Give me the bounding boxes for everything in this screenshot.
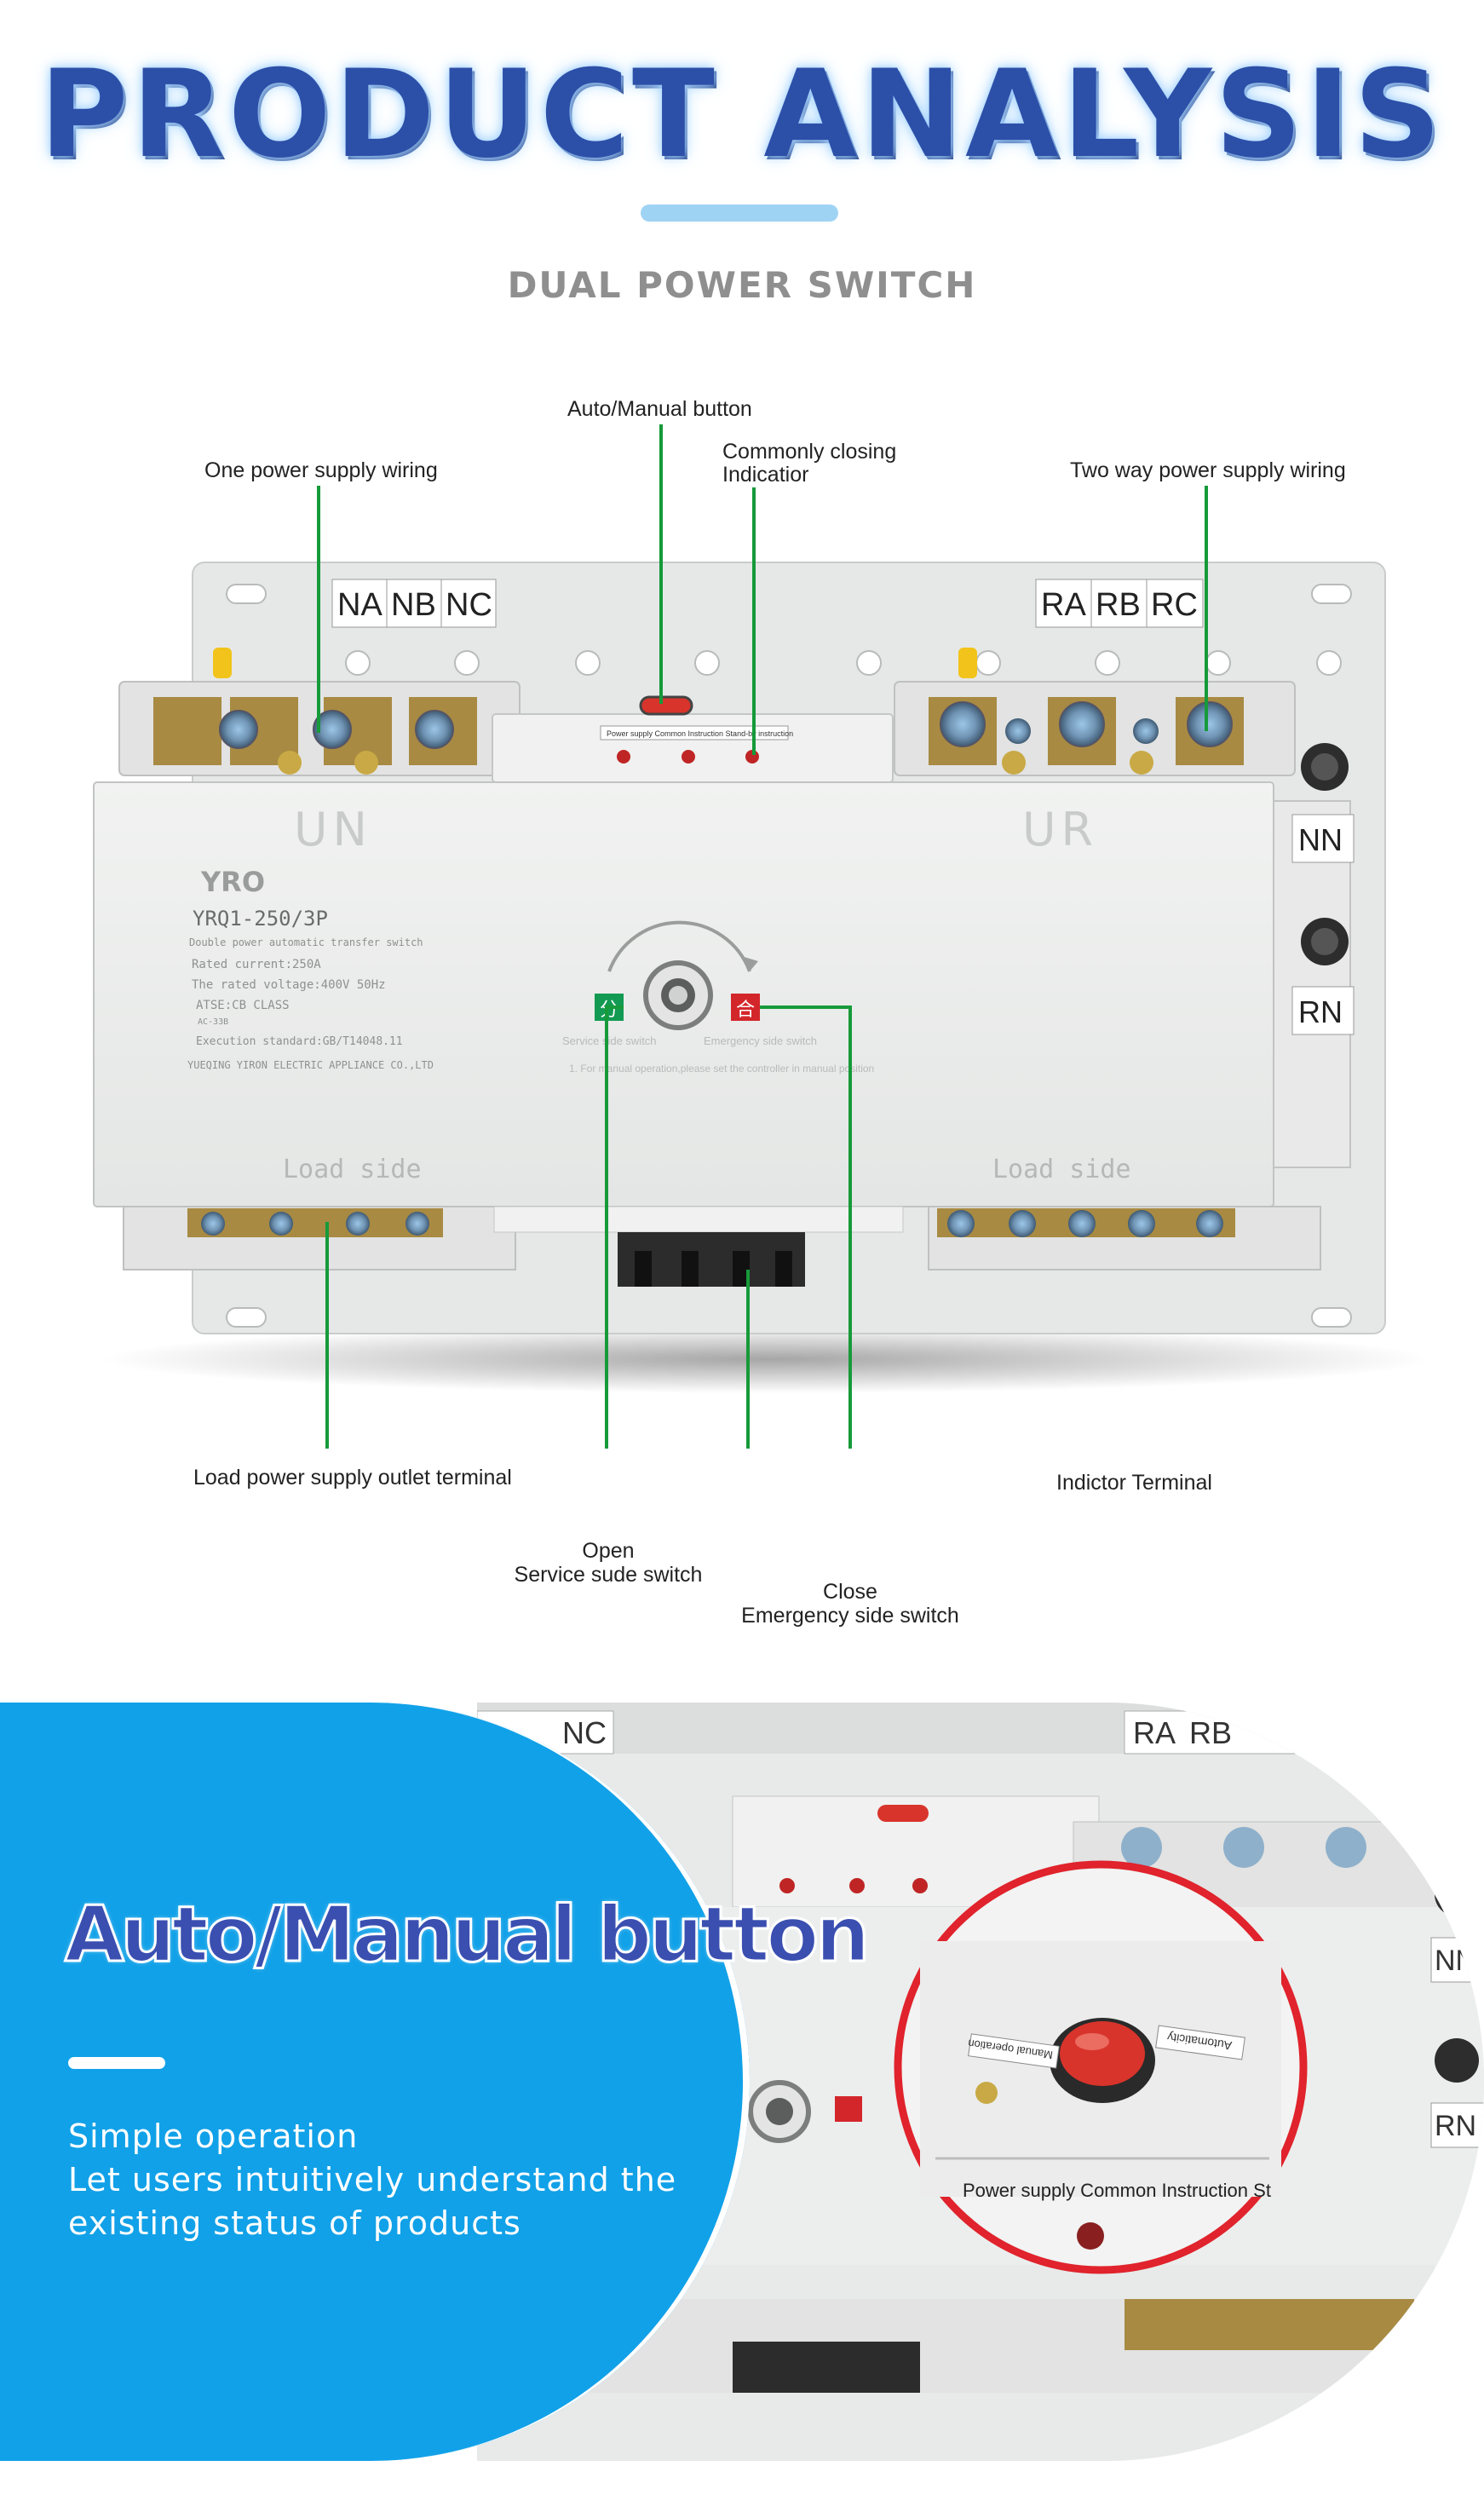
callout-lines bbox=[317, 424, 1208, 1449]
photo-terminal-label-rb: RB bbox=[1189, 1715, 1232, 1750]
callout-line-close bbox=[760, 1005, 852, 1449]
svg-text:Rated current:250A: Rated current:250A bbox=[192, 958, 321, 971]
banner-line-2: Let users intuitively understand the bbox=[68, 2161, 677, 2198]
bottom-terminal-block-right bbox=[928, 1206, 1321, 1271]
side-knobs bbox=[1301, 743, 1349, 965]
callout-indictor-terminal: Indictor Terminal bbox=[1056, 1471, 1212, 1495]
callout-open-line1: Open bbox=[582, 1539, 635, 1563]
brand-logo: YRO bbox=[200, 866, 265, 898]
zoom-strip-label: Power supply Common Instruction St bbox=[963, 2180, 1271, 2201]
callout-close-line2: Emergency side switch bbox=[741, 1604, 959, 1628]
nameplate: YRO YRQ1-250/3P Double power automatic t… bbox=[187, 866, 434, 1071]
svg-text:Double power automatic transfe: Double power automatic transfer switch bbox=[189, 936, 423, 948]
side-label-nn: NN bbox=[1298, 822, 1343, 857]
auto-manual-button-cap bbox=[639, 695, 693, 716]
terminal-label-rc: RC bbox=[1151, 587, 1198, 623]
zoom-circle: Manual operation Automaticity Power supp… bbox=[894, 1860, 1308, 2274]
svg-text:YUEQING YIRON ELECTRIC APPLIAN: YUEQING YIRON ELECTRIC APPLIANCE CO.,LTD bbox=[187, 1059, 434, 1071]
banner-description: Simple operation Let users intuitively u… bbox=[68, 2115, 716, 2245]
mounting-holes bbox=[226, 584, 1352, 1328]
callout-close-line1: Close bbox=[823, 1580, 877, 1604]
banner-heading: Auto/Manual button bbox=[63, 1889, 871, 1981]
load-side-left: Load side bbox=[283, 1155, 422, 1184]
callout-commonly-closing-line1: Commonly closing bbox=[722, 440, 897, 464]
photo-side-label-nn: NN bbox=[1435, 1945, 1476, 1977]
top-terminal-block-right bbox=[894, 648, 1296, 776]
callout-load-power-supply-outlet: Load power supply outlet terminal bbox=[193, 1466, 512, 1490]
terminal-label-nc: NC bbox=[446, 587, 492, 623]
face-label-un: UN bbox=[294, 803, 372, 856]
svg-text:The rated voltage:400V 50Hz: The rated voltage:400V 50Hz bbox=[192, 978, 386, 992]
callout-close: Close Emergency side switch bbox=[731, 1580, 969, 1628]
banner-photo-svg: NC RA RB NN RN bbox=[477, 1703, 1484, 2461]
callout-open: Open Service sude switch bbox=[506, 1539, 710, 1587]
side-labels: NN RN bbox=[1291, 814, 1355, 1035]
banner-line-1: Simple operation bbox=[68, 2118, 359, 2155]
close-mark-text: 合 bbox=[736, 1000, 755, 1021]
face-label-ur: UR bbox=[1022, 803, 1098, 856]
svg-text:AC-33B: AC-33B bbox=[198, 1017, 228, 1027]
common-instruction-led bbox=[682, 750, 695, 763]
photo-terminal-label-nc: NC bbox=[562, 1715, 607, 1750]
photo-side-label-rn: RN bbox=[1435, 2110, 1476, 2142]
banner-product-photo: NC RA RB NN RN bbox=[477, 1703, 1484, 2461]
close-marker bbox=[731, 994, 760, 1021]
emergency-caption: Emergency side switch bbox=[704, 1034, 817, 1047]
warning-caption: 1. For manual operation,please set the c… bbox=[569, 1063, 874, 1075]
indicator-terminal-connector bbox=[493, 1206, 904, 1287]
switch-dial bbox=[607, 920, 758, 1030]
model-label: YRQ1-250/3P bbox=[193, 907, 328, 931]
top-terminal-block-left bbox=[118, 648, 521, 776]
indicator-strip-label: Power supply Common Instruction Stand-by… bbox=[607, 729, 793, 738]
terminal-label-na: NA bbox=[337, 587, 383, 623]
callout-line-open bbox=[605, 1005, 624, 1449]
service-caption: Service side switch bbox=[562, 1034, 657, 1047]
feature-banner: NC RA RB NN RN bbox=[0, 1703, 1484, 2495]
terminal-labels-right: RA RB RC bbox=[1035, 579, 1204, 628]
switch-diagram: NA NB NC RA RB RC bbox=[93, 424, 1431, 1449]
terminal-labels-left: NA NB NC bbox=[331, 579, 497, 628]
svg-text:ATSE:CB CLASS: ATSE:CB CLASS bbox=[196, 999, 290, 1012]
svg-text:Execution standard:GB/T14048.1: Execution standard:GB/T14048.11 bbox=[196, 1035, 403, 1048]
callout-one-power-supply-wiring: One power supply wiring bbox=[204, 458, 438, 482]
load-side-right: Load side bbox=[992, 1155, 1131, 1184]
page-title: PRODUCT ANALYSIS bbox=[39, 44, 1445, 185]
photo-terminal-label-ra: RA bbox=[1133, 1715, 1176, 1750]
terminal-label-ra: RA bbox=[1041, 587, 1086, 623]
power-supply-led bbox=[617, 750, 630, 763]
banner-dash bbox=[68, 2057, 165, 2069]
callout-commonly-closing-line2: Indicatior bbox=[722, 463, 809, 487]
callout-two-way-power-supply-wiring: Two way power supply wiring bbox=[1070, 458, 1346, 482]
title-underline bbox=[641, 205, 838, 222]
bottom-terminal-block-left bbox=[123, 1206, 516, 1271]
callout-line-indictor bbox=[746, 1270, 750, 1449]
open-mark-text: 分 bbox=[600, 1000, 618, 1021]
callout-open-line2: Service sude switch bbox=[514, 1563, 703, 1587]
page-subtitle: DUAL POWER SWITCH bbox=[507, 264, 977, 306]
terminal-label-nb: NB bbox=[391, 587, 436, 623]
floor-shadow bbox=[102, 1325, 1431, 1393]
banner-line-3: existing status of products bbox=[68, 2204, 521, 2242]
banner-blue-panel bbox=[0, 1703, 750, 2461]
callout-auto-manual-button: Auto/Manual button bbox=[567, 397, 752, 421]
side-label-rn: RN bbox=[1298, 994, 1343, 1029]
terminal-label-rb: RB bbox=[1096, 587, 1141, 623]
